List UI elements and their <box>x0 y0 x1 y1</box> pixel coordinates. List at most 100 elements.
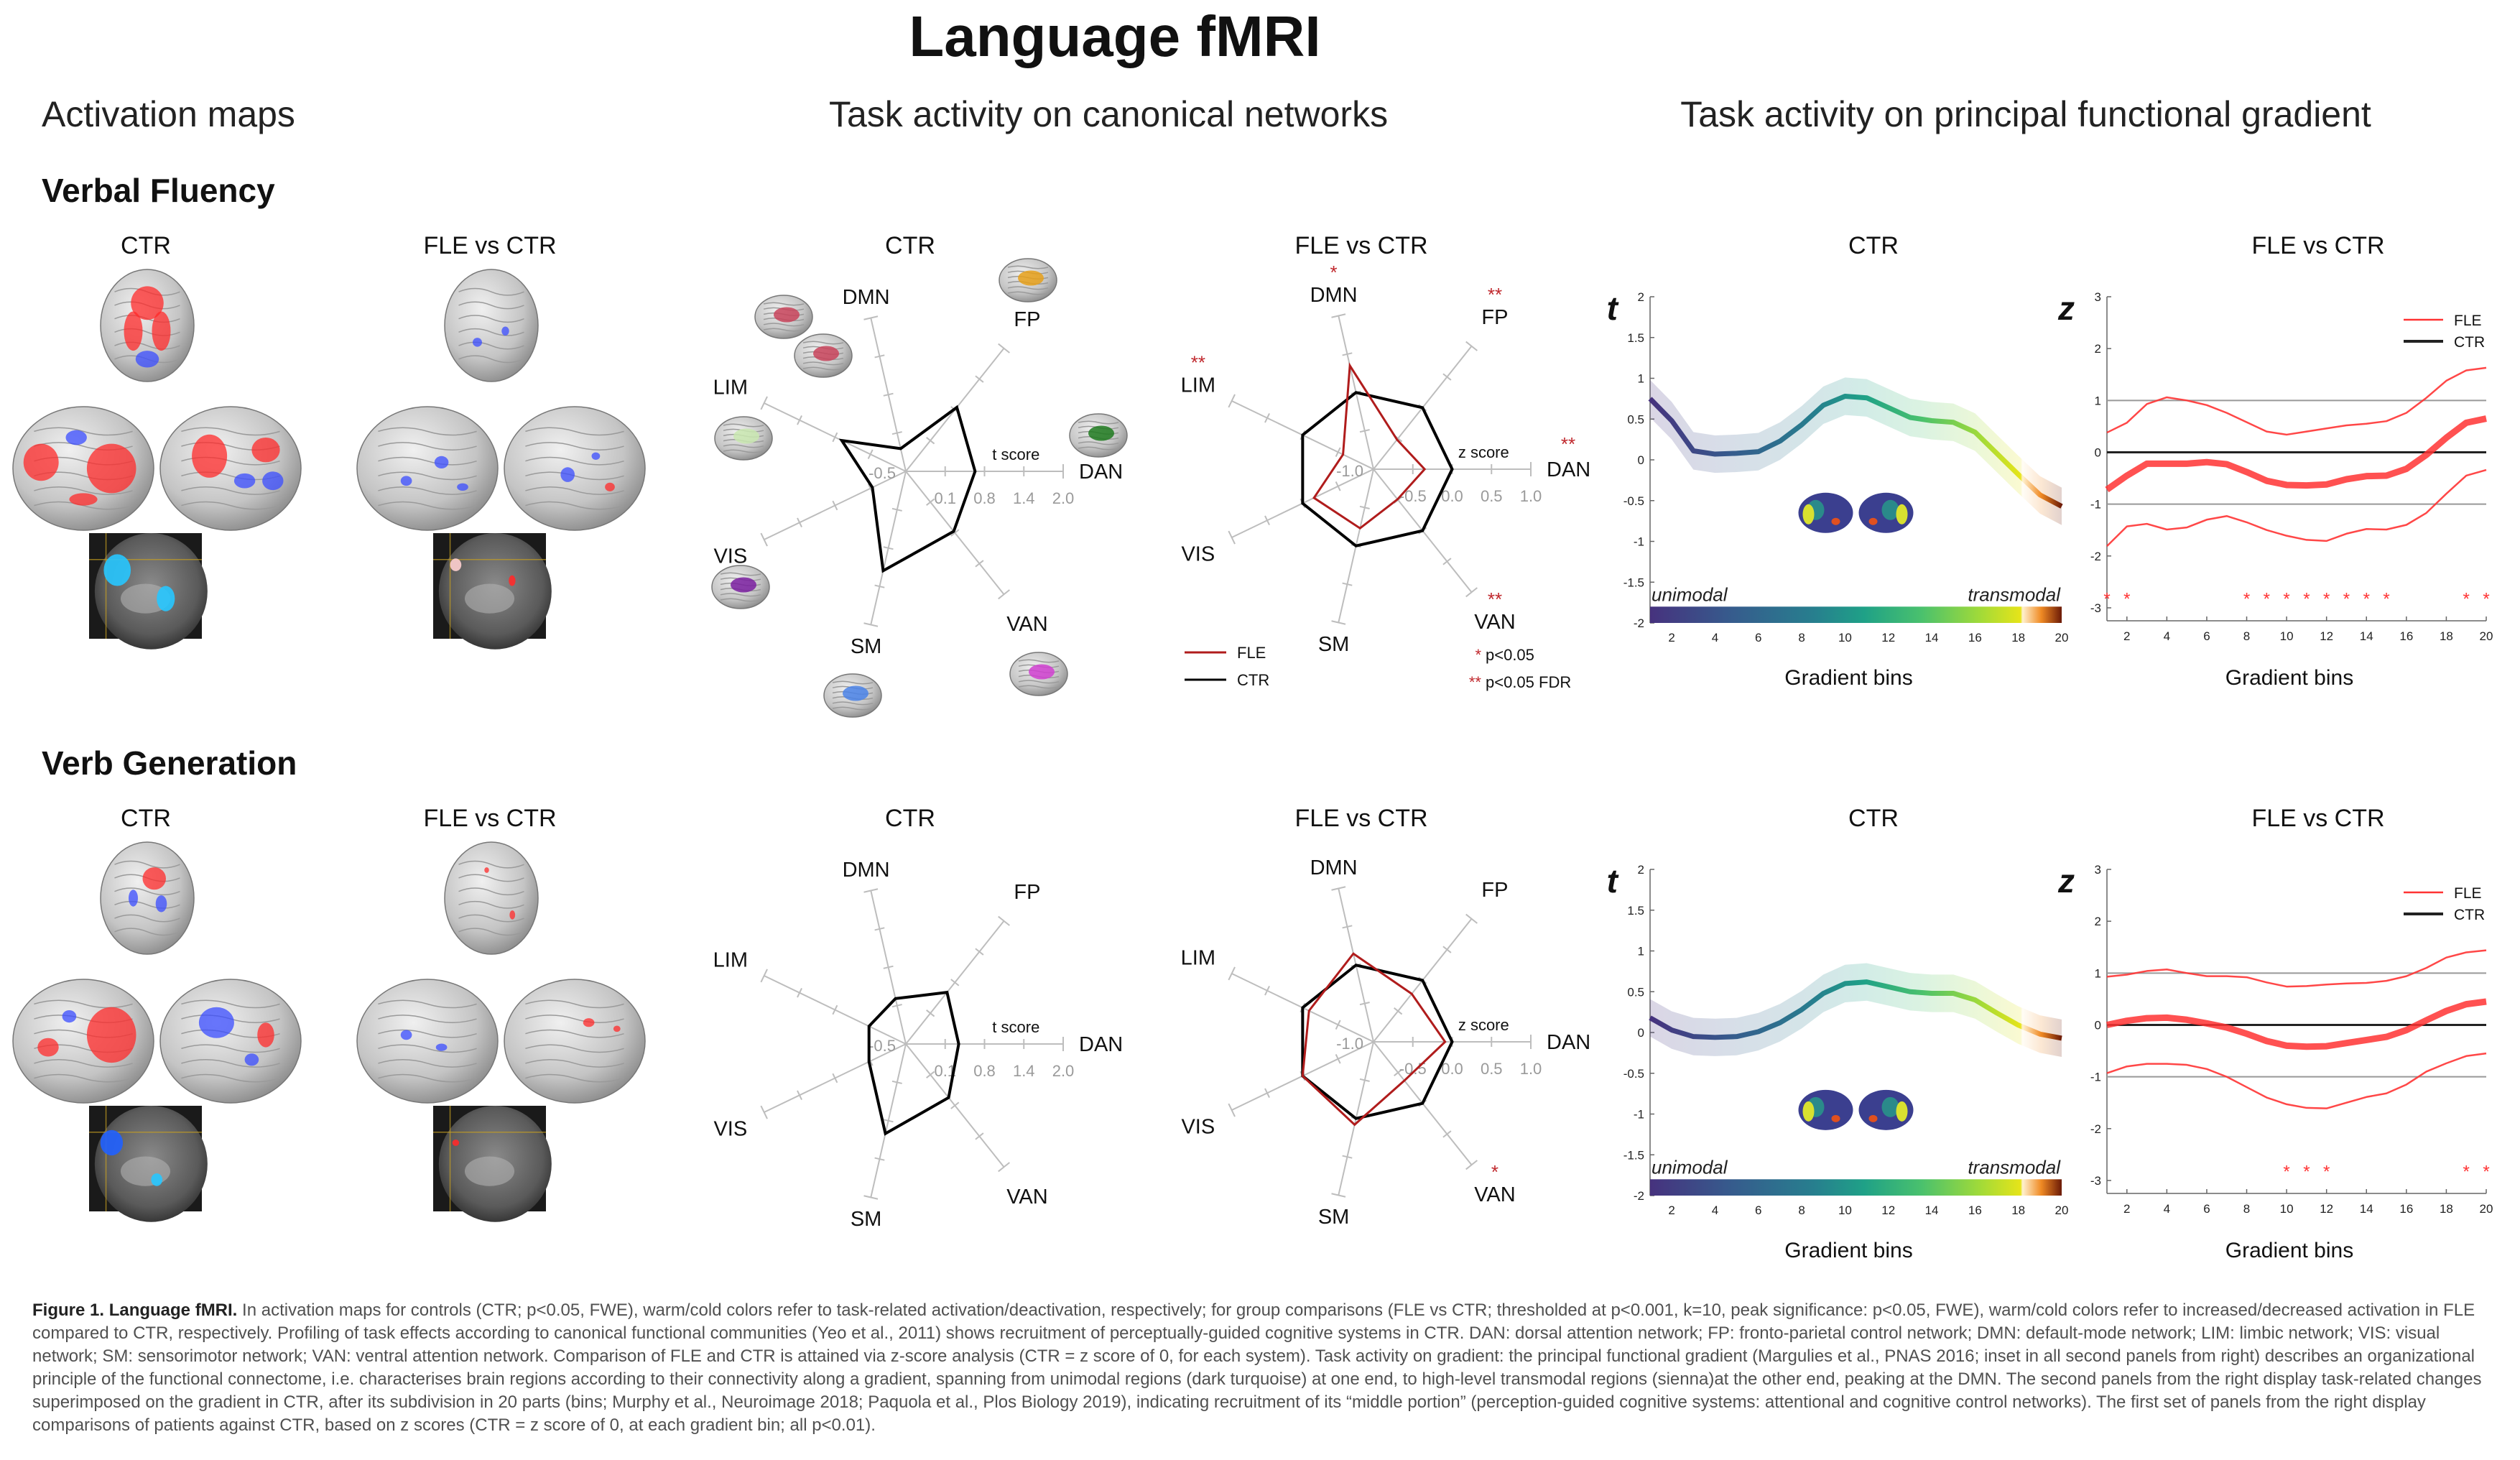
gradient-colorbar <box>1650 606 2062 623</box>
radar-tick <box>926 437 935 445</box>
radar-tick <box>797 987 802 998</box>
ctr-gradient-line <box>1649 979 2062 1041</box>
network-thumbnail-van <box>1009 652 1068 696</box>
x-tick-label: 4 <box>1712 1203 1718 1217</box>
brain-gyrus <box>525 501 624 510</box>
activation-blob <box>233 473 256 489</box>
gradient-brain-patch <box>1881 499 1899 520</box>
x-tick-label: 14 <box>1925 1203 1939 1217</box>
radar-tick <box>891 431 902 435</box>
brain-surface <box>504 979 646 1104</box>
activation-blob <box>131 286 164 320</box>
y-tick-label: 2 <box>1638 863 1644 877</box>
brain-gyrus <box>1078 420 1119 425</box>
activation-blob <box>257 1022 274 1048</box>
significance-star: ** <box>1488 284 1502 305</box>
y-tick-label: -1 <box>2090 1071 2101 1084</box>
ctr-activation-brain-top-view <box>100 269 195 382</box>
radar-tick <box>1342 1155 1353 1159</box>
ctr-activation-brain-right-view <box>159 406 302 531</box>
brain-gyrus <box>720 593 761 597</box>
x-tick-label: 16 <box>1968 1203 1982 1217</box>
significant-bin-star: * <box>2483 1163 2489 1182</box>
activation-blob <box>62 1010 77 1023</box>
ctr-activation-sagittal-slice <box>89 1106 208 1222</box>
radar-label-sm: SM <box>851 635 882 658</box>
row-title: Verb Generation <box>42 744 297 782</box>
radar-label-van: VAN <box>1474 611 1515 634</box>
radar-label-fp: FP <box>1014 308 1040 331</box>
y-tick-label: 1 <box>1638 945 1644 958</box>
radar-tick <box>1359 1002 1370 1006</box>
radar-tick <box>1264 515 1270 526</box>
y-axis-label: t <box>1607 862 1619 900</box>
x-tick-label: 4 <box>2164 629 2170 643</box>
gradient-brain-patch <box>1802 1101 1815 1122</box>
activation-blob <box>1029 664 1055 680</box>
x-tick-label: 6 <box>1755 631 1761 644</box>
scale-tick-label: -1.0 <box>1336 462 1363 480</box>
network-thumbnail-lim <box>714 416 773 461</box>
brain-gyrus <box>114 928 180 936</box>
network-thumbnail-vis <box>711 565 770 609</box>
brain-gyrus <box>378 1059 477 1068</box>
activation-blob <box>244 1053 259 1066</box>
gradient-brain-patch <box>1831 1114 1840 1122</box>
radar-series-fle <box>1312 362 1427 530</box>
panel-title-act-fle: FLE vs CTR <box>423 232 556 259</box>
y-tick-label: -2 <box>2090 550 2101 563</box>
brain-gyrus <box>458 301 524 310</box>
y-tick-label: -1 <box>2090 498 2101 512</box>
radar-tick <box>926 498 935 506</box>
x-tick-label: 6 <box>2203 629 2210 643</box>
radar-tick <box>874 354 885 359</box>
radar-tick <box>1442 1130 1452 1138</box>
fle-vs-ctr-activation-sagittal-slice <box>433 1106 552 1222</box>
radar-tick <box>863 888 879 893</box>
x-tick-label: 8 <box>1798 1203 1805 1217</box>
radar-tick <box>950 529 960 537</box>
fle-vs-ctr-activation-brain-right-view <box>504 406 646 531</box>
radar-tick <box>998 343 1010 354</box>
activation-blob <box>400 476 412 486</box>
scale-tick-label: 0.0 <box>1441 1060 1463 1078</box>
x-tick-label: 10 <box>2280 1202 2294 1216</box>
radar-tick <box>926 1009 935 1017</box>
fle-vs-ctr-activation-brain-left-view <box>356 406 499 531</box>
brain-gyrus <box>458 860 524 869</box>
radar-series-ctr <box>838 405 977 573</box>
y-tick-label: -0.5 <box>1623 494 1644 508</box>
colorbar-label-transmodal: transmodal <box>1968 1156 2061 1178</box>
caption-text: In activation maps for controls (CTR; p<… <box>32 1300 2482 1435</box>
fle-vs-ctr-activation-brain-left-view <box>356 979 499 1104</box>
scale-tick-label: 1.4 <box>1013 489 1035 507</box>
activation-blob <box>501 326 509 336</box>
significant-bin-star: * <box>2323 1163 2330 1182</box>
radar-tick <box>1335 1020 1341 1030</box>
gradient-brain-patch <box>1868 1114 1878 1122</box>
scale-tick-label: 1.0 <box>1520 487 1542 505</box>
brain-gyrus <box>34 999 133 1009</box>
x-tick-label: 18 <box>2011 1203 2025 1217</box>
radar-tick <box>874 584 885 588</box>
radar-tick <box>1359 1078 1370 1082</box>
y-tick-label: 0.5 <box>1627 985 1644 999</box>
fle-vs-ctr-activation-brain-top-view <box>444 841 539 955</box>
scale-tick-label: 0.5 <box>1481 487 1503 505</box>
scale-axis-label: t score <box>992 445 1039 463</box>
x-tick-label: 4 <box>1712 631 1718 644</box>
fle-vs-ctr-activation-sagittal-slice <box>433 533 552 650</box>
radar-label-vis: VIS <box>1181 1116 1215 1139</box>
brain-gyrus <box>458 328 524 336</box>
x-tick-label: 20 <box>2055 1203 2069 1217</box>
panel-title-net-ctr: CTR <box>885 232 935 259</box>
brain-gyrus <box>458 887 524 896</box>
gradient-brain-patch <box>1881 1096 1899 1117</box>
activation-blob <box>69 493 98 506</box>
y-tick-label: 3 <box>2095 290 2101 304</box>
y-tick-label: -1.5 <box>1623 1148 1644 1162</box>
x-tick-label: 10 <box>2280 629 2294 643</box>
